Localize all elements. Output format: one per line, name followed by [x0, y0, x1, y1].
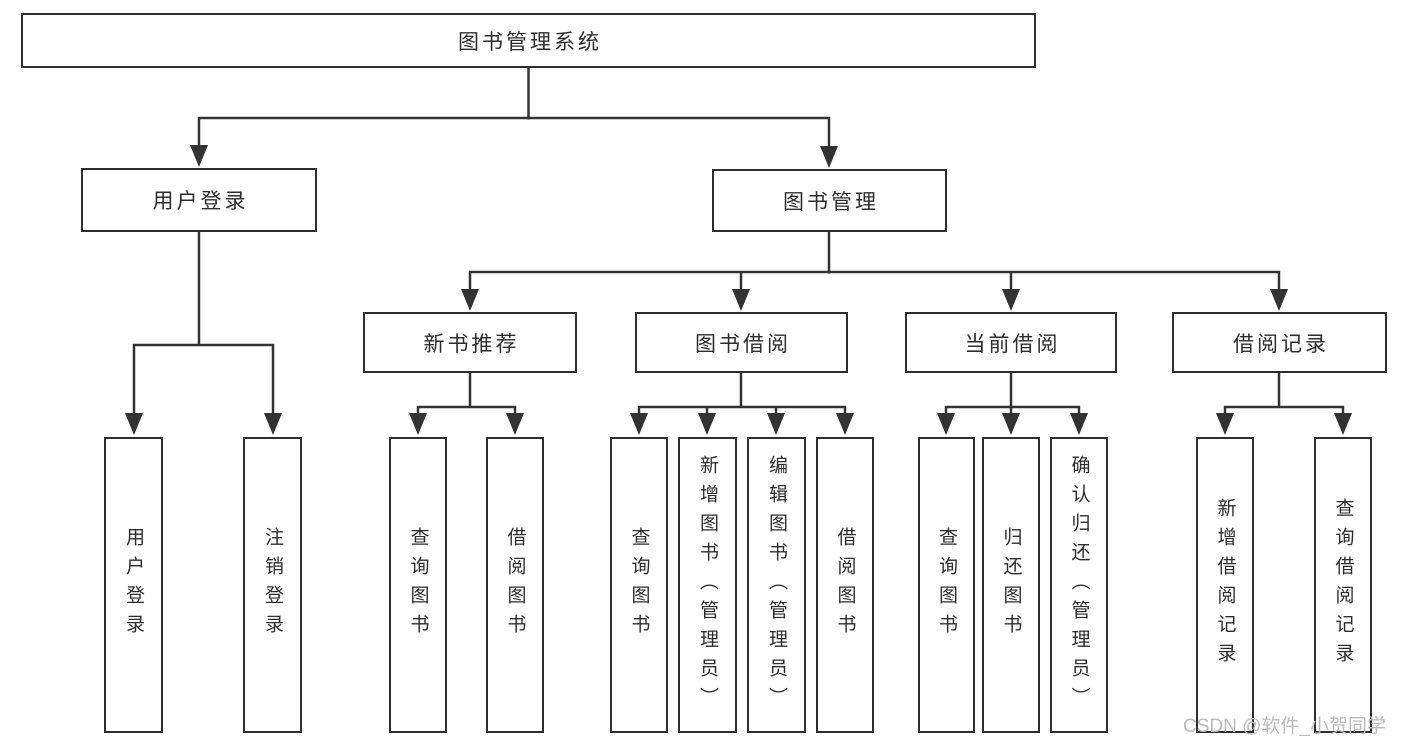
leaf-borrow-books-recommend: 借阅图书 — [486, 437, 544, 733]
node-root-system-label: 图书管理系统 — [458, 30, 602, 54]
leaf-user-login: 用户登录 — [104, 437, 163, 733]
node-current-borrow-label: 当前借阅 — [964, 332, 1061, 356]
leaf-user-login-label: 用户登录 — [123, 527, 144, 643]
leaf-return-books-label: 归还图书 — [1000, 527, 1022, 643]
leaf-query-borrow-record-label: 查询借阅记录 — [1332, 498, 1354, 672]
leaf-add-borrow-record: 新增借阅记录 — [1196, 437, 1254, 733]
leaf-query-borrow-record: 查询借阅记录 — [1314, 437, 1372, 733]
leaf-return-books: 归还图书 — [982, 437, 1040, 733]
leaf-query-books-borrow-label: 查询图书 — [628, 527, 650, 643]
node-user-login-label: 用户登录 — [152, 190, 249, 213]
leaf-borrow-books-recommend-label: 借阅图书 — [504, 527, 526, 643]
node-book-management: 图书管理 — [712, 169, 947, 232]
leaf-query-books-recommend-label: 查询图书 — [407, 527, 429, 643]
node-book-borrow: 图书借阅 — [635, 312, 848, 373]
leaf-confirm-return-admin-label: 确认归还（管理员） — [1068, 454, 1090, 716]
node-root-system: 图书管理系统 — [21, 13, 1036, 68]
leaf-add-books-admin: 新增图书（管理员） — [678, 437, 737, 733]
leaf-logout: 注销登录 — [243, 437, 302, 733]
leaf-add-books-admin-label: 新增图书（管理员） — [697, 454, 718, 716]
csdn-watermark: CSDN @软件_小贺同学 — [1183, 716, 1386, 737]
node-book-management-label: 图书管理 — [783, 190, 879, 214]
leaf-borrow-books-label: 借阅图书 — [834, 527, 856, 643]
node-current-borrow: 当前借阅 — [905, 312, 1117, 373]
leaf-query-books-recommend: 查询图书 — [389, 437, 447, 733]
node-new-book-recommend: 新书推荐 — [363, 312, 577, 373]
arrowhead-icons — [125, 145, 1352, 435]
connector-paths — [132, 68, 1345, 417]
node-user-login: 用户登录 — [81, 168, 317, 232]
leaf-borrow-books: 借阅图书 — [816, 437, 874, 733]
leaf-query-books-current-label: 查询图书 — [936, 527, 957, 643]
node-book-borrow-label: 图书借阅 — [695, 332, 791, 356]
node-borrow-records: 借阅记录 — [1172, 312, 1387, 373]
leaf-edit-books-admin-label: 编辑图书（管理员） — [766, 454, 787, 716]
node-borrow-records-label: 借阅记录 — [1233, 332, 1329, 356]
leaf-confirm-return-admin: 确认归还（管理员） — [1050, 437, 1108, 733]
leaf-add-borrow-record-label: 新增借阅记录 — [1214, 498, 1236, 672]
leaf-query-books-current: 查询图书 — [918, 437, 975, 733]
leaf-logout-label: 注销登录 — [262, 527, 283, 643]
leaf-query-books-borrow: 查询图书 — [610, 437, 668, 733]
leaf-edit-books-admin: 编辑图书（管理员） — [747, 437, 806, 733]
node-new-book-recommend-label: 新书推荐 — [423, 332, 520, 356]
